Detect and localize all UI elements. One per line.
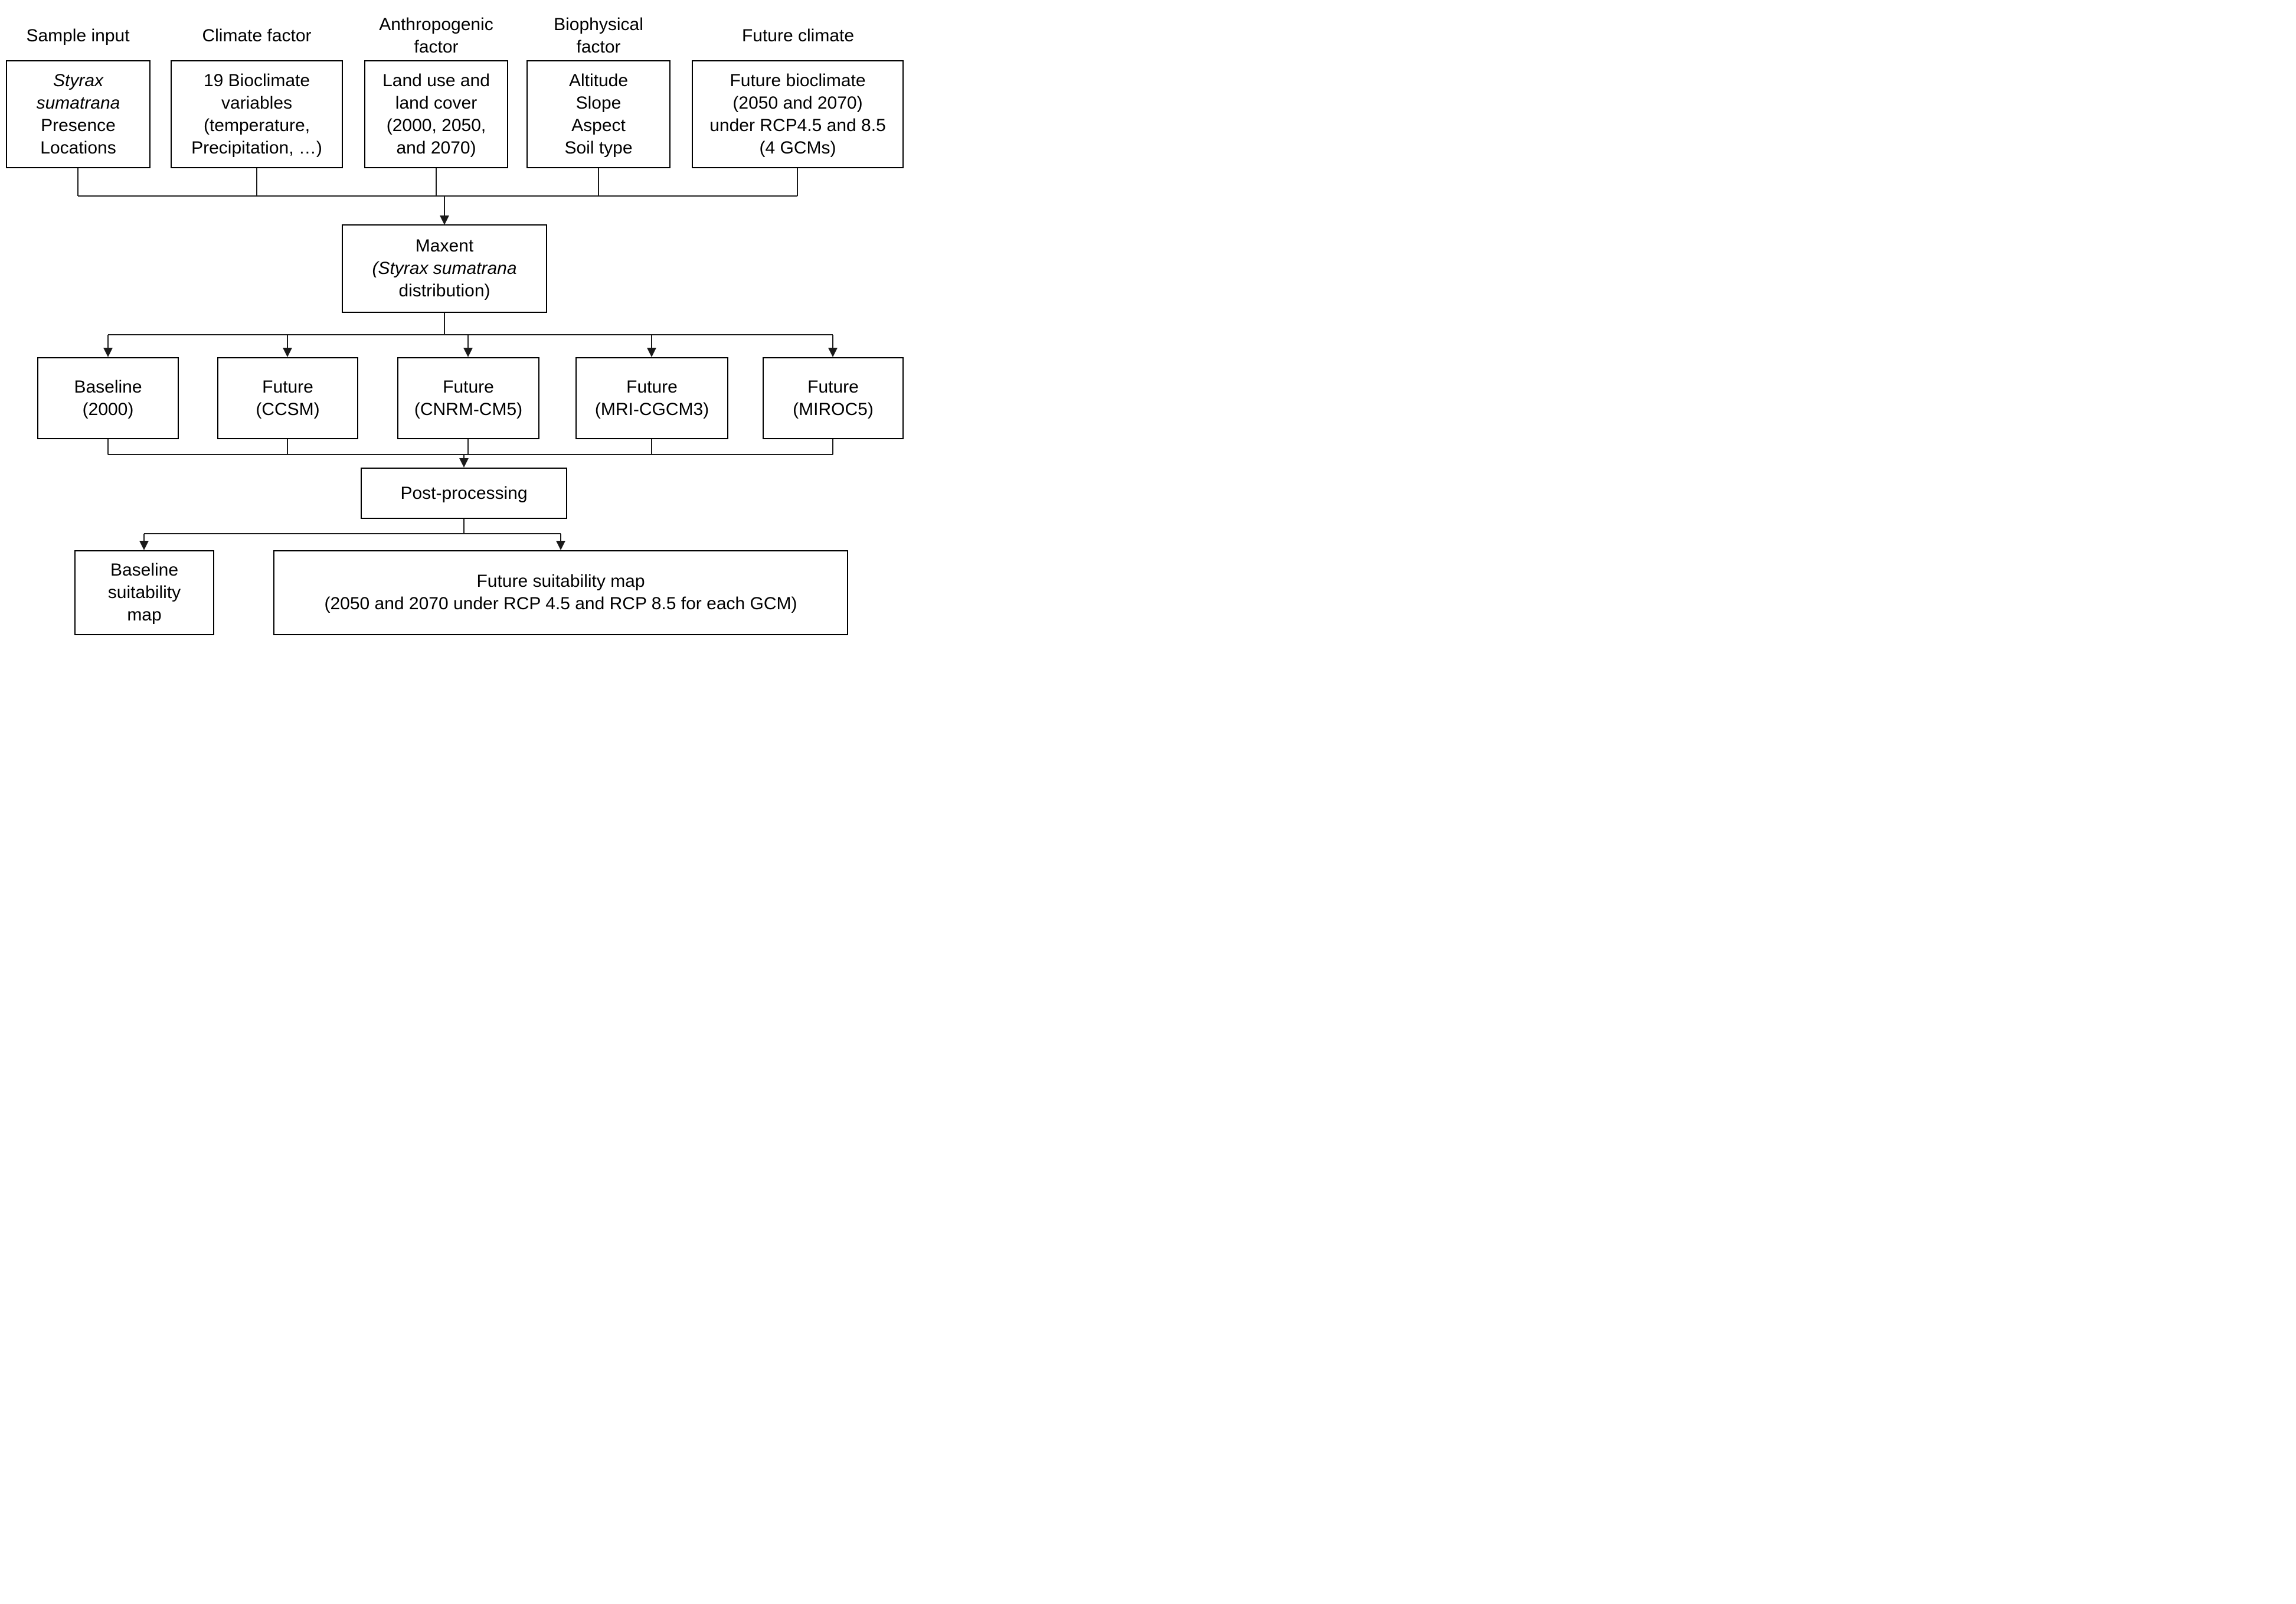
flowchart-diagram: Sample input Climate factor Anthropogeni… [0,0,918,642]
box-line: under RCP4.5 and 8.5 [709,115,886,135]
box-line: suitability [107,583,181,602]
connector-lines [77,168,838,550]
box-line: Aspect [571,115,626,135]
future-climate-header: Future climate [741,26,855,45]
box-line: variables [221,93,293,113]
box-line: Land use and [382,70,490,90]
box-line: (2050 and 2070) [732,93,863,113]
anthropogenic-factor-box: Land use and land cover (2000, 2050, and… [364,60,508,168]
box-line: Altitude [568,70,629,90]
box-line: (2050 and 2070 under RCP 4.5 and RCP 8.5… [324,594,797,613]
future-mri-cgcm3-box: Future (MRI-CGCM3) [575,357,728,439]
box-line: Slope [575,93,622,113]
box-line: Presence [41,115,116,135]
box-line: (2000) [82,399,134,419]
box-line: Future [443,377,494,397]
future-suitability-map-box: Future suitability map (2050 and 2070 un… [273,550,848,635]
box-line: (MIROC5) [793,399,874,419]
box-line: Future [626,377,678,397]
box-line: and 2070) [396,138,476,158]
climate-factor-header: Climate factor [202,26,312,45]
box-line: Maxent [415,236,474,256]
box-line: Soil type [564,138,633,158]
baseline-2000-box: Baseline (2000) [37,357,179,439]
box-line: Future [262,377,313,397]
box-line: map [127,605,162,625]
box-line: (CNRM-CM5) [414,399,523,419]
species-name-line: (Styrax sumatrana [372,259,517,278]
species-name-line: Styrax [53,70,104,90]
box-line: land cover [395,93,477,113]
connector-line [77,168,833,541]
box-line: (2000, 2050, [386,115,486,135]
future-miroc5-box: Future (MIROC5) [763,357,904,439]
post-processing-box: Post-processing [361,468,567,519]
biophysical-factor-header: Biophysical factor [554,15,643,57]
box-line: Future bioclimate [730,70,866,90]
baseline-suitability-map-box: Baseline suitability map [74,550,214,635]
box-line: Locations [40,138,116,158]
box-line: Precipitation, …) [191,138,322,158]
climate-factor-box: 19 Bioclimate variables (temperature, Pr… [171,60,343,168]
box-line: distribution) [398,281,490,300]
box-line: Post-processing [400,483,528,503]
future-ccsm-box: Future (CCSM) [217,357,358,439]
box-line: Baseline [74,377,142,397]
anthropogenic-factor-header: Anthropogenic factor [379,15,493,57]
box-line: 19 Bioclimate [203,70,310,90]
future-cnrm-cm5-box: Future (CNRM-CM5) [397,357,539,439]
box-line: (MRI-CGCM3) [594,399,709,419]
box-line: Future suitability map [476,571,645,591]
species-name-line: sumatrana [36,93,120,113]
box-line: (temperature, [203,115,310,135]
box-line: (CCSM) [256,399,320,419]
box-line: (4 GCMs) [759,138,836,158]
sample-input-header: Sample input [26,26,130,45]
maxent-box: Maxent (Styrax sumatrana distribution) [342,224,547,313]
future-climate-box: Future bioclimate (2050 and 2070) under … [692,60,904,168]
box-line: Future [807,377,859,397]
biophysical-factor-box: Altitude Slope Aspect Soil type [526,60,671,168]
box-line: Baseline [110,560,179,580]
sample-input-box: Styrax sumatrana Presence Locations [6,60,151,168]
